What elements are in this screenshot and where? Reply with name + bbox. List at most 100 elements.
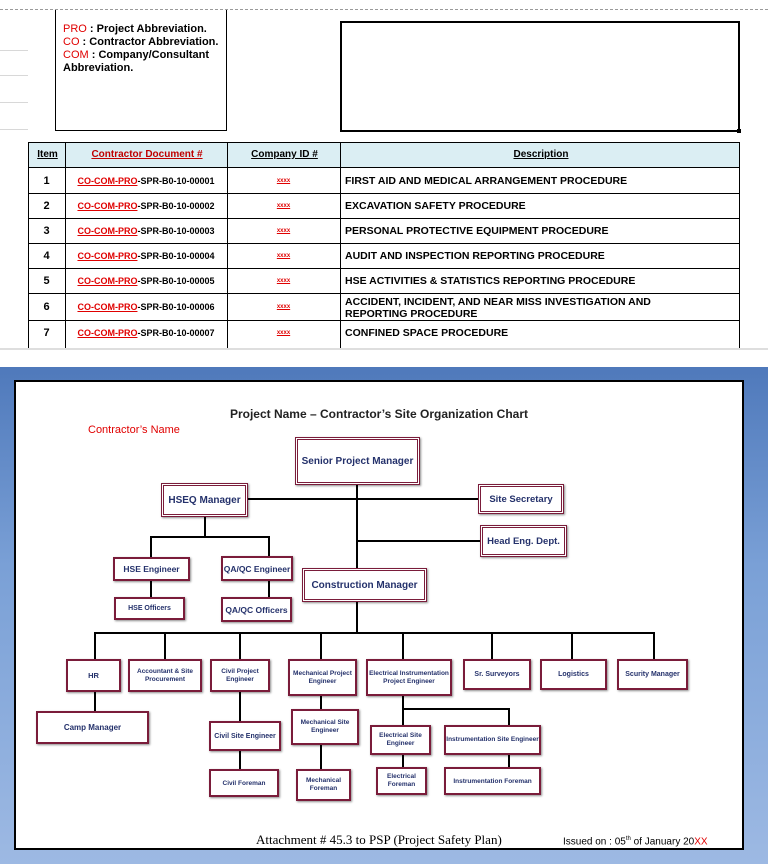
row-gutter [0, 50, 28, 51]
table-border [227, 142, 228, 348]
row-description: FIRST AID AND MEDICAL ARRANGEMENT PROCED… [345, 175, 628, 187]
doc-prefix: CO-COM-PRO [77, 226, 138, 236]
header-contractor-document: Contractor Document # [91, 149, 203, 160]
box-label: QA/QC Officers [225, 604, 288, 615]
box-mechanical-project-engineer: Mechanical Project Engineer [288, 659, 357, 696]
connector-line [320, 632, 322, 660]
org-chart-title: Project Name – Contractor’s Site Organiz… [229, 407, 529, 421]
selected-cell-range[interactable] [340, 21, 741, 133]
row-company-id: xxxx [276, 304, 291, 310]
abbreviation-legend: PRO : Project Abbreviation. CO : Contrac… [63, 23, 223, 75]
box-label: Electrical Site Engineer [379, 732, 422, 747]
box-civil-project-engineer: Civil Project Engineer [210, 659, 270, 692]
legend-border-left [55, 10, 56, 131]
legend-border-bottom [55, 130, 227, 131]
table-border [340, 142, 341, 348]
connector-line [402, 708, 404, 726]
table-row: 4 CO-COM-PRO-SPR-B0-10-00004 xxxx AUDIT … [28, 244, 740, 269]
issued-mid: of January 20 [630, 836, 695, 848]
connector-line [248, 498, 478, 500]
table-border [739, 142, 740, 348]
connector-line [491, 632, 493, 660]
box-construction-manager: Construction Manager [302, 568, 427, 602]
connector-line [320, 696, 322, 710]
row-company-id: xxxx [276, 228, 291, 234]
header-company-id: Company ID # [251, 149, 318, 160]
issued-prefix: Issued on : 05 [563, 836, 626, 848]
doc-prefix: CO-COM-PRO [77, 176, 138, 186]
doc-suffix: -SPR-B0-10-00007 [137, 328, 215, 338]
box-label: Mechanical Foreman [305, 777, 342, 792]
connector-line [150, 580, 152, 598]
doc-suffix: -SPR-B0-10-00005 [137, 276, 215, 286]
row-item: 4 [43, 250, 50, 262]
connector-line [356, 484, 358, 568]
box-label: Electrical Instrumentation Project Engin… [369, 669, 449, 685]
box-electrical-site-engineer: Electrical Site Engineer [370, 725, 431, 755]
header-item: Item [37, 149, 58, 160]
row-description: CONFINED SPACE PROCEDURE [345, 327, 509, 339]
row-item: 1 [43, 175, 50, 187]
row-gutter [0, 129, 28, 130]
connector-line [239, 692, 241, 722]
box-civil-site-engineer: Civil Site Engineer [209, 721, 281, 751]
row-description: EXCAVATION SAFETY PROCEDURE [345, 200, 526, 212]
procedure-register-sheet: PRO : Project Abbreviation. CO : Contrac… [0, 0, 768, 350]
box-security-manager: Scurity Manager [617, 659, 688, 690]
connector-line [356, 540, 480, 542]
box-label: Civil Project Engineer [221, 667, 259, 683]
box-label: Construction Manager [311, 579, 418, 591]
box-label: Logistics [558, 671, 589, 678]
legend-border-right [226, 10, 227, 131]
box-hse-engineer: HSE Engineer [113, 557, 190, 581]
row-company-id: xxxx [276, 278, 291, 284]
box-instrumentation-foreman: Instrumentation Foreman [444, 767, 541, 795]
box-label: Mechanical Site Engineer [300, 719, 350, 734]
row-item: 7 [43, 327, 50, 339]
box-label: Camp Manager [63, 723, 122, 732]
table-row: 2 CO-COM-PRO-SPR-B0-10-00002 xxxx EXCAVA… [28, 194, 740, 219]
header-description: Description [513, 149, 569, 160]
doc-suffix: -SPR-B0-10-00003 [137, 226, 215, 236]
sheet-cut-edge [0, 348, 768, 350]
box-site-secretary: Site Secretary [478, 484, 564, 514]
row-document-number: CO-COM-PRO-SPR-B0-10-00004 [65, 244, 227, 268]
fill-handle[interactable] [737, 129, 741, 133]
table-row: 7 CO-COM-PRO-SPR-B0-10-00007 xxxx CONFIN… [28, 321, 740, 347]
connector-line [94, 690, 96, 712]
box-label: HR [88, 671, 99, 680]
connector-line [320, 744, 322, 770]
connector-line [356, 600, 358, 634]
box-hse-officers: HSE Officers [114, 597, 185, 620]
row-company-id: xxxx [276, 203, 291, 209]
doc-suffix: -SPR-B0-10-00006 [137, 302, 215, 312]
connector-line [94, 632, 655, 634]
box-qaqc-engineer: QA/QC Engineer [221, 556, 293, 581]
connector-line [164, 632, 166, 660]
table-row: 6 CO-COM-PRO-SPR-B0-10-00006 xxxx ACCIDE… [28, 294, 740, 321]
connector-line [571, 632, 573, 660]
box-qaqc-officers: QA/QC Officers [221, 597, 292, 622]
legend-pro-text: : Project Abbreviation. [86, 23, 207, 35]
row-document-number: CO-COM-PRO-SPR-B0-10-00001 [65, 169, 227, 193]
box-hseq-manager: HSEQ Manager [161, 483, 248, 517]
legend-com-text: : Company/Consultant Abbreviation. [63, 49, 210, 74]
row-document-number: CO-COM-PRO-SPR-B0-10-00007 [65, 321, 227, 345]
doc-suffix: -SPR-B0-10-00004 [137, 251, 215, 261]
connector-line [402, 696, 404, 710]
box-label: Scurity Manager [625, 671, 680, 678]
box-label: HSE Officers [128, 605, 171, 612]
box-accountant-site-procurement: Accountant & Site Procurement [128, 659, 202, 692]
doc-prefix: CO-COM-PRO [77, 302, 138, 312]
attachment-caption: Attachment # 45.3 to PSP (Project Safety… [256, 832, 502, 847]
connector-line [150, 536, 152, 558]
box-label: Accountant & Site Procurement [137, 667, 193, 683]
box-label: Instrumentation Foreman [453, 777, 532, 785]
doc-suffix: -SPR-B0-10-00002 [137, 201, 215, 211]
page-break-line [0, 9, 768, 10]
box-label: Mechanical Project Engineer [293, 669, 352, 685]
row-gutter [0, 102, 28, 103]
table-row: 3 CO-COM-PRO-SPR-B0-10-00003 xxxx PERSON… [28, 219, 740, 244]
connector-line [268, 580, 270, 598]
connector-line [402, 632, 404, 660]
